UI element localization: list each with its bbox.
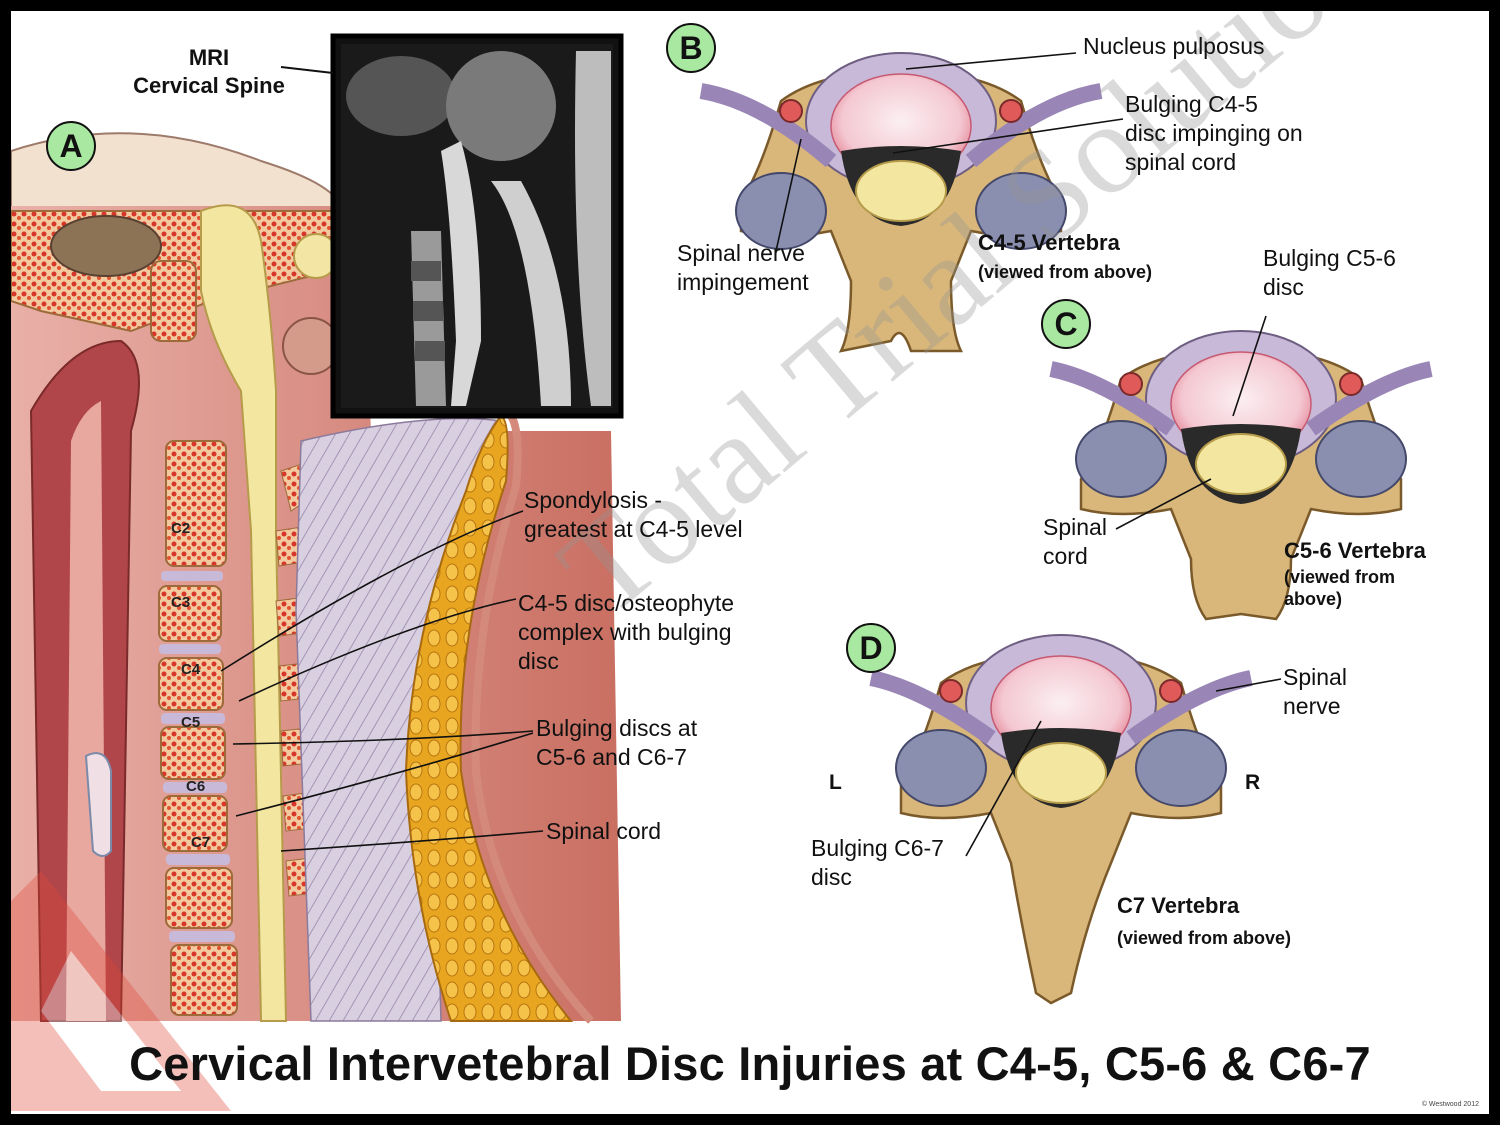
panel-b-leader-lines xyxy=(775,52,1124,252)
label-bulging-c56: Bulging C5-6 disc xyxy=(1263,245,1396,300)
panel-c-leader-lines xyxy=(1115,315,1267,530)
vertebra-c45-illustration xyxy=(699,52,1103,353)
panel-d-leader-lines xyxy=(965,678,1282,857)
panel-a-leader-lines xyxy=(220,510,544,852)
illustration-frame: Total Trial Solutions A B C D MRI Cervic… xyxy=(11,11,1489,1114)
caption-c56-sub: (viewed from above) xyxy=(1284,567,1396,609)
label-osteophyte-complex: C4-5 disc/osteophyte complex with bulgin… xyxy=(518,590,735,674)
mri-leader-line xyxy=(280,66,334,74)
caption-c56-title: C5-6 Vertebra xyxy=(1284,538,1426,563)
label-spondylosis: Spondylosis - greatest at C4-5 level xyxy=(524,487,743,542)
side-label-left: L xyxy=(829,771,842,794)
caption-c45-title: C4-5 Vertebra xyxy=(978,230,1120,255)
caption-c7-title: C7 Vertebra xyxy=(1117,893,1240,918)
vertebra-label-c2: C2 xyxy=(171,520,191,537)
label-nucleus-pulposus: Nucleus pulposus xyxy=(1083,33,1265,59)
vertebra-label-c4: C4 xyxy=(181,661,201,678)
side-label-right: R xyxy=(1245,771,1261,794)
label-spinal-cord-a: Spinal cord xyxy=(546,818,662,844)
caption-c7-sub: (viewed from above) xyxy=(1117,928,1292,948)
vertebra-label-c3: C3 xyxy=(171,594,191,611)
vertebra-c7-illustration xyxy=(869,634,1253,1005)
anatomy-artwork xyxy=(11,33,1433,1111)
panel-badge-c: C xyxy=(1041,299,1091,349)
vertebra-c56-illustration xyxy=(1049,330,1433,621)
label-spinal-cord-c: Spinal cord xyxy=(1043,514,1107,569)
label-nerve-impingement: Spinal nerve impingement xyxy=(677,240,809,295)
watermark-logo xyxy=(11,871,231,1111)
label-spinal-nerve-d: Spinal nerve xyxy=(1283,664,1347,719)
panel-badge-b: B xyxy=(666,23,716,73)
vertebra-label-c6: C6 xyxy=(186,778,206,795)
page-title: Cervical Intervetebral Disc Injuries at … xyxy=(129,1037,1371,1090)
mri-image xyxy=(330,33,624,419)
caption-c45-sub: (viewed from above) xyxy=(978,262,1153,282)
vertebra-label-c7: C7 xyxy=(191,834,211,851)
vertebra-label-c5: C5 xyxy=(181,714,201,731)
vertebral-column xyxy=(150,260,238,1016)
copyright-credit: © Westwood 2012 xyxy=(1421,1101,1479,1108)
mri-label: MRI Cervical Spine xyxy=(133,45,285,98)
label-bulging-c45: Bulging C4-5 disc impinging on spinal co… xyxy=(1125,91,1303,175)
label-bulging-c67: Bulging C6-7 disc xyxy=(811,835,944,890)
panel-badge-a: A xyxy=(46,121,96,171)
panel-badge-d: D xyxy=(846,623,896,673)
label-bulging-discs: Bulging discs at C5-6 and C6-7 xyxy=(536,715,698,770)
